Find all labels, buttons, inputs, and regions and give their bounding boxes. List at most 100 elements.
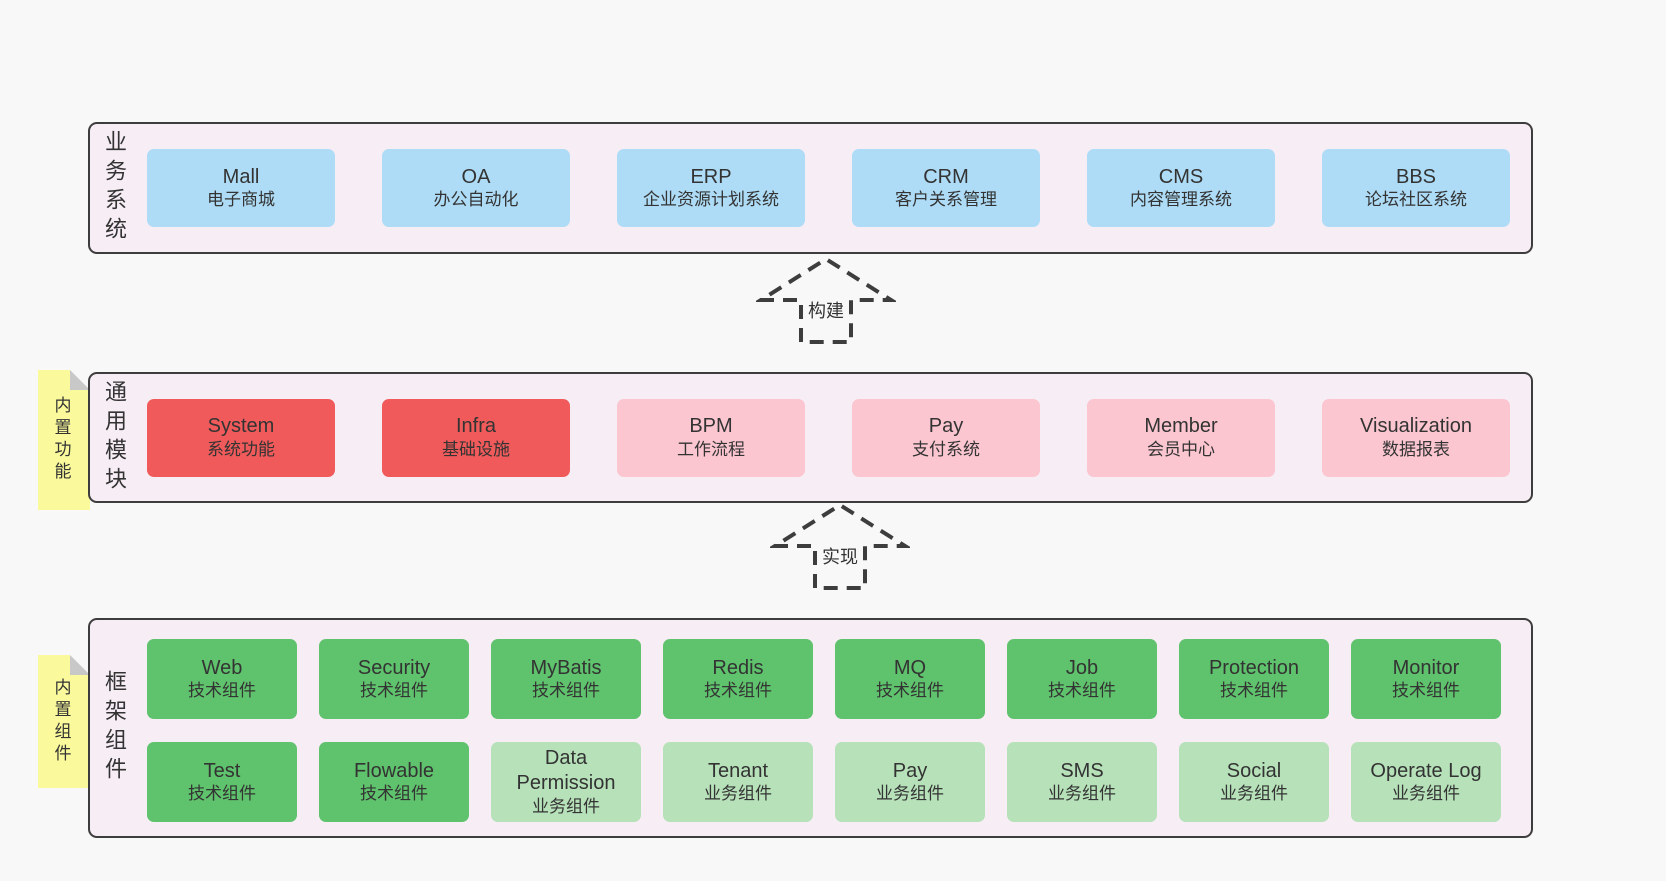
box-cms: CMS 内容管理系统: [1087, 149, 1275, 227]
arrow-implement: 实现: [770, 502, 910, 590]
box-test: Test 技术组件: [147, 742, 297, 822]
box-subtitle: 技术组件: [1220, 681, 1288, 701]
box-title: Pay: [892, 759, 928, 782]
box-subtitle: 数据报表: [1382, 439, 1450, 459]
box-title: MQ: [893, 656, 927, 679]
box-sms: SMS 业务组件: [1007, 742, 1157, 822]
box-social: Social 业务组件: [1179, 742, 1329, 822]
box-visualization: Visualization 数据报表: [1322, 398, 1510, 477]
box-title: Redis: [712, 656, 764, 679]
box-subtitle: 技术组件: [360, 681, 428, 701]
up-arrow-icon: [770, 502, 910, 590]
tab-built-in-components: 内置组件: [38, 655, 90, 788]
box-monitor: Monitor 技术组件: [1351, 639, 1501, 719]
box-title: CMS: [1158, 165, 1204, 188]
box-title: Visualization: [1360, 415, 1472, 438]
arrow-label: 构建: [804, 296, 848, 324]
box-title: SMS: [1060, 759, 1104, 782]
box-subtitle: 技术组件: [876, 681, 944, 701]
box-pay-component: Pay 业务组件: [835, 742, 985, 822]
box-job: Job 技术组件: [1007, 639, 1157, 719]
layer-label-components: 框架组件: [102, 670, 127, 786]
layer-common-modules: 通用模块 System 系统功能 Infra 基础设施 BPM 工作流程 Pay…: [88, 372, 1533, 503]
box-subtitle: 技术组件: [1392, 681, 1460, 701]
box-subtitle: 技术组件: [704, 681, 772, 701]
box-subtitle: 系统功能: [207, 439, 275, 459]
box-mall: Mall 电子商城: [147, 149, 335, 227]
box-subtitle: 业务组件: [1220, 784, 1288, 804]
box-subtitle: 技术组件: [360, 784, 428, 804]
box-flowable: Flowable 技术组件: [319, 742, 469, 822]
box-title: ERP: [690, 165, 732, 188]
box-subtitle: 技术组件: [532, 681, 600, 701]
box-subtitle: 电子商城: [207, 190, 275, 210]
box-subtitle: 工作流程: [677, 439, 745, 459]
box-security: Security 技术组件: [319, 639, 469, 719]
box-bpm: BPM 工作流程: [617, 398, 805, 477]
tab-label: 内置功能: [51, 396, 71, 484]
arrow-label: 实现: [818, 542, 862, 570]
box-subtitle: 论坛社区系统: [1365, 190, 1467, 210]
box-web: Web 技术组件: [147, 639, 297, 719]
box-title: Tenant: [707, 759, 769, 782]
layer-framework-components: 框架组件 Web 技术组件 Security 技术组件 MyBatis 技术组件…: [88, 618, 1533, 838]
components-row-2: Test 技术组件 Flowable 技术组件 Data Permission …: [147, 742, 1501, 822]
business-box-row: Mall 电子商城 OA 办公自动化 ERP 企业资源计划系统 CRM 客户关系…: [147, 149, 1510, 227]
box-infra: Infra 基础设施: [382, 398, 570, 477]
box-subtitle: 业务组件: [704, 784, 772, 804]
components-grid: Web 技术组件 Security 技术组件 MyBatis 技术组件 Redi…: [147, 639, 1501, 822]
folded-corner-icon: [70, 370, 90, 390]
box-title: Security: [357, 656, 431, 679]
box-title: CRM: [923, 165, 969, 188]
box-title: BBS: [1395, 165, 1437, 188]
box-title: System: [207, 415, 275, 438]
box-erp: ERP 企业资源计划系统: [617, 149, 805, 227]
box-subtitle: 会员中心: [1147, 439, 1215, 459]
box-subtitle: 业务组件: [532, 796, 600, 816]
box-member: Member 会员中心: [1087, 398, 1275, 477]
box-crm: CRM 客户关系管理: [852, 149, 1040, 227]
box-title: Operate Log: [1370, 759, 1482, 782]
box-mq: MQ 技术组件: [835, 639, 985, 719]
box-subtitle: 办公自动化: [433, 190, 519, 210]
box-subtitle: 技术组件: [188, 784, 256, 804]
layer-business-systems: 业务系统 Mall 电子商城 OA 办公自动化 ERP 企业资源计划系统 CRM…: [88, 122, 1533, 254]
box-subtitle: 内容管理系统: [1130, 190, 1232, 210]
box-tenant: Tenant 业务组件: [663, 742, 813, 822]
components-row-1: Web 技术组件 Security 技术组件 MyBatis 技术组件 Redi…: [147, 639, 1501, 719]
box-title: Member: [1144, 415, 1218, 438]
box-subtitle: 客户关系管理: [895, 190, 997, 210]
up-arrow-icon: [756, 256, 896, 344]
box-title: Pay: [928, 415, 964, 438]
box-pay-module: Pay 支付系统: [852, 398, 1040, 477]
box-protection: Protection 技术组件: [1179, 639, 1329, 719]
tab-built-in-features: 内置功能: [38, 370, 90, 510]
layer-label-modules: 通用模块: [102, 379, 127, 496]
box-title: MyBatis: [530, 656, 602, 679]
box-subtitle: 企业资源计划系统: [643, 190, 779, 210]
folded-corner-icon: [70, 655, 90, 675]
box-subtitle: 基础设施: [442, 439, 510, 459]
box-subtitle: 业务组件: [876, 784, 944, 804]
box-subtitle: 技术组件: [188, 681, 256, 701]
box-title: Infra: [455, 415, 497, 438]
box-subtitle: 支付系统: [912, 439, 980, 459]
box-title: Protection: [1208, 656, 1300, 679]
tab-label: 内置组件: [51, 677, 71, 766]
box-oa: OA 办公自动化: [382, 149, 570, 227]
box-title: BPM: [689, 415, 733, 438]
box-title: Monitor: [1392, 656, 1460, 679]
box-operate-log: Operate Log 业务组件: [1351, 742, 1501, 822]
box-title: Flowable: [353, 759, 435, 782]
box-title: Web: [201, 656, 243, 679]
box-subtitle: 技术组件: [1048, 681, 1116, 701]
box-bbs: BBS 论坛社区系统: [1322, 149, 1510, 227]
box-mybatis: MyBatis 技术组件: [491, 639, 641, 719]
box-redis: Redis 技术组件: [663, 639, 813, 719]
box-title: Data Permission: [516, 747, 616, 794]
box-title: Social: [1226, 759, 1282, 782]
box-data-permission: Data Permission 业务组件: [491, 742, 641, 822]
arrow-build: 构建: [756, 256, 896, 344]
box-title: OA: [461, 165, 491, 188]
